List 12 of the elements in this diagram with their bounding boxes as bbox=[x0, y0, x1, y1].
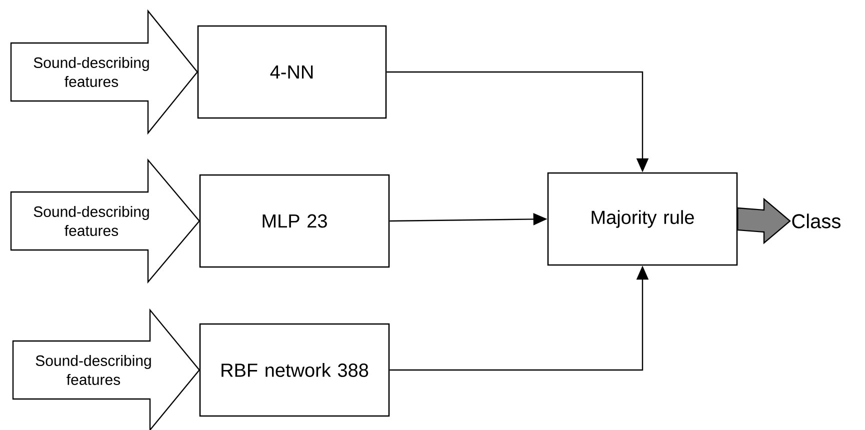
output-label: Class bbox=[792, 214, 840, 228]
process-box: Majority rule bbox=[547, 172, 738, 266]
input-arrow bbox=[12, 308, 200, 430]
edge-label: Sound-describing features bbox=[34, 57, 149, 87]
input-arrow bbox=[10, 158, 200, 284]
input-arrow bbox=[10, 9, 198, 135]
process-box: RBF network 388 bbox=[199, 323, 390, 417]
process-box: MLP 23 bbox=[199, 174, 390, 268]
edge-label: Sound-describing features bbox=[34, 206, 149, 236]
process-box: 4-NN bbox=[197, 25, 387, 119]
edge-label: Sound-describing features bbox=[36, 354, 151, 385]
block-arrow bbox=[737, 198, 791, 244]
